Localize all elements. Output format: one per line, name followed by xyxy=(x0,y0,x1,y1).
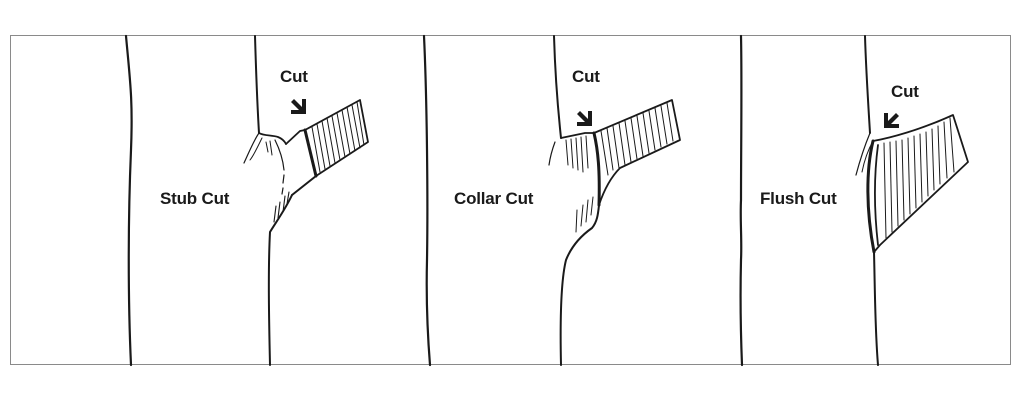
cut-label-stub: Cut xyxy=(280,67,308,86)
arrow-down-right-icon xyxy=(577,111,592,126)
cut-label-collar: Cut xyxy=(572,67,600,86)
trunk-left-edge xyxy=(739,34,744,367)
trunk-right-edge-upper xyxy=(254,35,260,134)
flush-cut-drawing xyxy=(739,34,969,367)
trunk-right-edge-upper xyxy=(864,35,871,134)
diagram-frame xyxy=(10,35,1011,365)
branch-stub xyxy=(872,114,969,253)
branch-stub xyxy=(593,99,681,206)
arrow-down-right-icon xyxy=(291,99,306,114)
trunk-left-edge xyxy=(124,34,133,367)
stub-cut-drawing xyxy=(124,34,369,367)
panel-title-collar-cut: Collar Cut xyxy=(454,189,534,208)
arrow-down-left-icon xyxy=(884,113,899,128)
trunk-right-edge-lower xyxy=(559,204,600,366)
panel-title-stub-cut: Stub Cut xyxy=(160,189,230,208)
trunk-right-edge-lower xyxy=(267,194,293,366)
trunk-left-edge xyxy=(422,34,432,367)
trunk-right-edge-upper xyxy=(553,35,562,139)
trunk-right-edge-lower xyxy=(873,251,879,366)
panel-title-flush-cut: Flush Cut xyxy=(760,189,837,208)
cut-label-flush: Cut xyxy=(891,82,919,101)
collar-cut-drawing xyxy=(422,34,681,367)
